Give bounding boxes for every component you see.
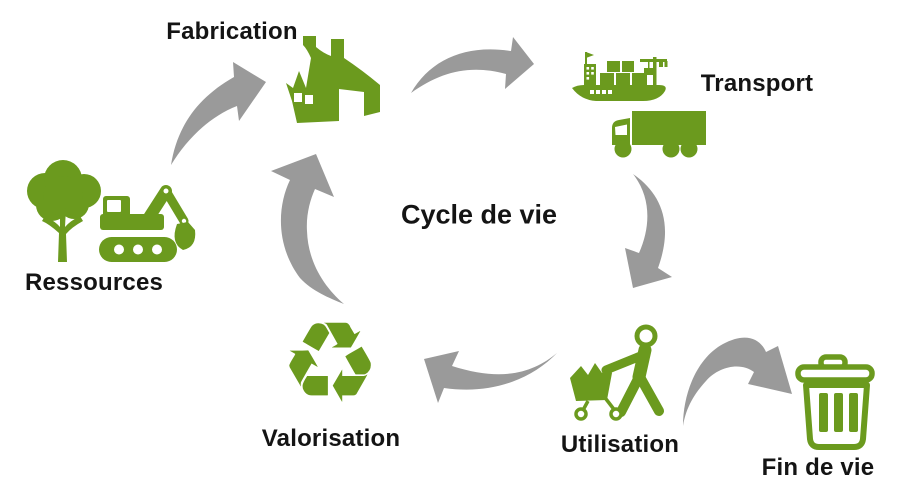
factory-icon: [286, 36, 380, 123]
label-fabrication: Fabrication: [166, 18, 298, 45]
recycle-icon: ♻: [279, 298, 381, 429]
arrow-utilisation-to-fin-de-vie: [683, 337, 792, 426]
label-fin-de-vie: Fin de vie: [761, 454, 875, 481]
label-ressources: Ressources: [24, 269, 164, 296]
arrow-transport-to-utilisation: [625, 174, 672, 288]
person-with-cart-icon: [570, 324, 664, 421]
arrow-valorisation-to-fabrication: [271, 154, 344, 304]
trash-bin-icon: [795, 354, 875, 450]
arrow-fabrication-to-transport: [411, 37, 534, 93]
cargo-ship-icon: [572, 52, 668, 101]
excavator-icon: [99, 185, 196, 262]
tree-icon: [27, 160, 101, 262]
arrow-utilisation-to-valorisation: [424, 351, 557, 403]
arrow-ressources-to-fabrication: [171, 62, 266, 165]
label-valorisation: Valorisation: [261, 425, 401, 452]
label-utilisation: Utilisation: [560, 431, 680, 458]
label-transport: Transport: [700, 70, 814, 97]
diagram-title: Cycle de vie: [400, 199, 558, 230]
truck-icon: [612, 111, 706, 158]
